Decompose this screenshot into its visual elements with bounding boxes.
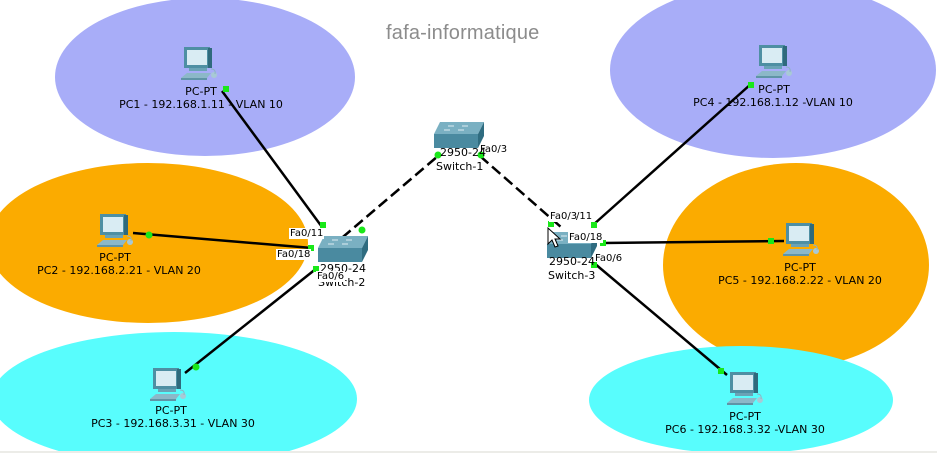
link-switch1-switch3[interactable] bbox=[479, 155, 563, 229]
port-led-sw3-fa03 bbox=[548, 221, 554, 227]
mouse-cursor-icon bbox=[547, 226, 562, 248]
sw3-port-fa011: /11 bbox=[576, 211, 593, 222]
pc2-model: PC-PT bbox=[99, 251, 131, 264]
port-led-pc3 bbox=[192, 363, 200, 371]
port-led-sw2-fa06 bbox=[313, 266, 319, 272]
port-led-sw3-fa011 bbox=[591, 222, 597, 228]
pc4-model: PC-PT bbox=[758, 83, 790, 96]
bottom-strip bbox=[0, 451, 937, 453]
port-led-pc1 bbox=[223, 86, 229, 92]
port-led-pc4 bbox=[748, 82, 754, 88]
links bbox=[132, 83, 785, 376]
link-pc2-switch2[interactable] bbox=[132, 231, 313, 250]
link-switch2-switch1[interactable] bbox=[329, 155, 439, 249]
diagram-title: fafa-informatique bbox=[386, 22, 540, 44]
port-led-sw2-fa011 bbox=[320, 222, 326, 228]
pc5-icon[interactable] bbox=[782, 222, 820, 257]
link-pc6-switch3[interactable] bbox=[593, 262, 728, 376]
link-pc1-switch2[interactable] bbox=[220, 90, 324, 228]
sw3-port-fa018: Fa0/18 bbox=[568, 232, 604, 243]
switch-1-icon[interactable] bbox=[433, 121, 485, 149]
pc3-label: PC3 - 192.168.3.31 - VLAN 30 bbox=[91, 417, 255, 430]
sw1-port-fa03: Fa0/3 bbox=[480, 144, 508, 155]
port-indicators bbox=[145, 82, 774, 374]
pc6-icon[interactable] bbox=[726, 371, 764, 406]
switch3-model: 2950-24 bbox=[549, 255, 595, 268]
port-led-sw3-fa018 bbox=[600, 240, 606, 246]
pc5-model: PC-PT bbox=[784, 261, 816, 274]
port-led-sw1-left bbox=[434, 151, 442, 159]
switch1-model: 2950-24 bbox=[440, 146, 486, 159]
vlan20-zone-left bbox=[0, 163, 308, 323]
pc2-icon[interactable] bbox=[96, 213, 134, 248]
link-pc3-switch2[interactable] bbox=[184, 267, 318, 374]
link-pc4-switch3[interactable] bbox=[592, 83, 752, 226]
port-led-sw1-fa03 bbox=[477, 151, 485, 159]
sw2-port-fa06: Fa0/6 bbox=[316, 271, 346, 282]
link-pc5-switch3[interactable] bbox=[602, 239, 785, 245]
port-led-sw2-fa018 bbox=[308, 245, 314, 251]
port-led-pc5 bbox=[768, 238, 774, 244]
pc3-model: PC-PT bbox=[155, 404, 187, 417]
pc1-model: PC-PT bbox=[185, 85, 217, 98]
vlan10-zone-right bbox=[610, 0, 936, 158]
sw2-port-fa011: Fa0/11 bbox=[289, 228, 325, 239]
port-led-pc6 bbox=[718, 368, 724, 374]
sw2-port-fa018: Fa0/18 bbox=[276, 249, 312, 260]
pc1-icon[interactable] bbox=[180, 46, 218, 81]
port-led-sw2-uplink bbox=[358, 226, 366, 234]
pc4-icon[interactable] bbox=[755, 44, 793, 79]
sw3-port-fa06: Fa0/6 bbox=[595, 253, 623, 264]
sw3-port-fa03: Fa0/3 bbox=[549, 211, 579, 222]
switch-2-icon[interactable] bbox=[317, 235, 369, 263]
pc3-icon[interactable] bbox=[149, 367, 187, 402]
vlan20-zone-right bbox=[663, 163, 929, 367]
switch3-name: Switch-3 bbox=[548, 269, 596, 282]
pc4-label: PC4 - 192.168.1.12 -VLAN 10 bbox=[693, 96, 853, 109]
port-led-pc2 bbox=[145, 231, 153, 239]
vlan30-zone-left bbox=[0, 332, 357, 453]
pc5-label: PC5 - 192.168.2.22 - VLAN 20 bbox=[718, 274, 882, 287]
pc6-model: PC-PT bbox=[729, 410, 761, 423]
switch1-name: Switch-1 bbox=[436, 160, 484, 173]
pc6-label: PC6 - 192.168.3.32 -VLAN 30 bbox=[665, 423, 825, 436]
pc1-label: PC1 - 192.168.1.11 - VLAN 10 bbox=[119, 98, 283, 111]
port-led-sw3-fa06 bbox=[591, 262, 597, 268]
pc2-label: PC2 - 192.168.2.21 - VLAN 20 bbox=[37, 264, 201, 277]
